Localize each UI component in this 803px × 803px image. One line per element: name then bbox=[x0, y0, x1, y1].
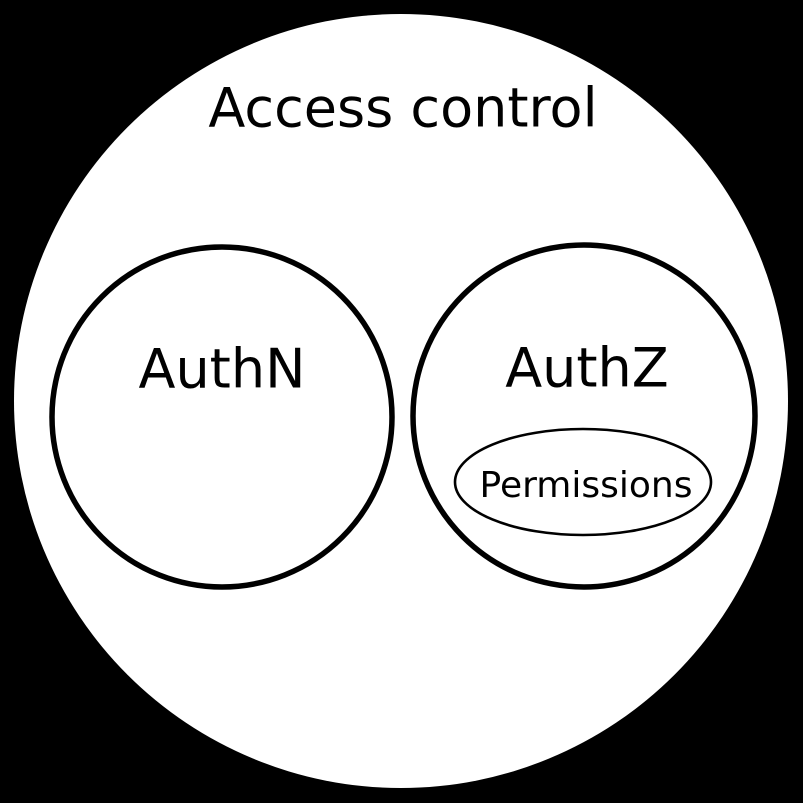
authn-circle[interactable] bbox=[49, 244, 395, 590]
permissions-label: Permissions bbox=[480, 465, 693, 506]
access-control-circle[interactable] bbox=[14, 14, 788, 788]
authz-label: AuthZ bbox=[505, 337, 669, 400]
access-control-label: Access control bbox=[208, 77, 597, 140]
authn-label: AuthN bbox=[139, 338, 306, 401]
permissions-ellipse[interactable] bbox=[453, 427, 713, 537]
